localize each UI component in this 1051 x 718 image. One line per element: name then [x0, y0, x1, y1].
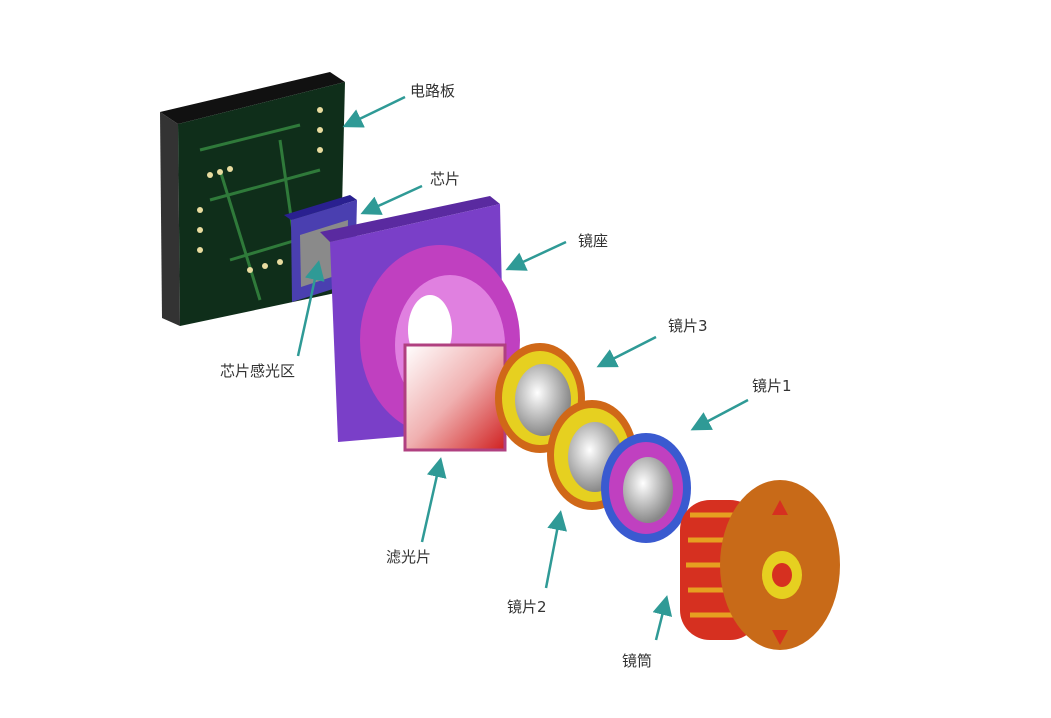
arrow-lens1 — [690, 398, 749, 431]
arrow-barrel — [652, 595, 673, 641]
label-filter: 滤光片 — [386, 548, 432, 566]
label-lens1: 镜片1 — [752, 377, 792, 395]
arrow-filter — [420, 457, 447, 543]
arrow-sensor-area — [296, 260, 325, 357]
label-chip: 芯片 — [430, 170, 461, 188]
arrow-lens3 — [596, 335, 657, 368]
lens-1 — [601, 433, 691, 543]
label-lens3: 镜片3 — [668, 317, 708, 335]
arrow-chip — [360, 184, 423, 215]
arrow-lens2 — [544, 510, 567, 589]
arrow-pcb — [342, 95, 406, 128]
label-pcb: 电路板 — [410, 82, 456, 100]
label-barrel: 镜筒 — [622, 652, 653, 670]
lens-barrel — [680, 480, 840, 650]
label-lens-holder: 镜座 — [578, 232, 609, 250]
arrow-lens-holder — [505, 240, 567, 271]
filter — [403, 343, 507, 452]
label-sensor-area: 芯片感光区 — [220, 362, 296, 380]
label-lens2: 镜片2 — [507, 598, 547, 616]
